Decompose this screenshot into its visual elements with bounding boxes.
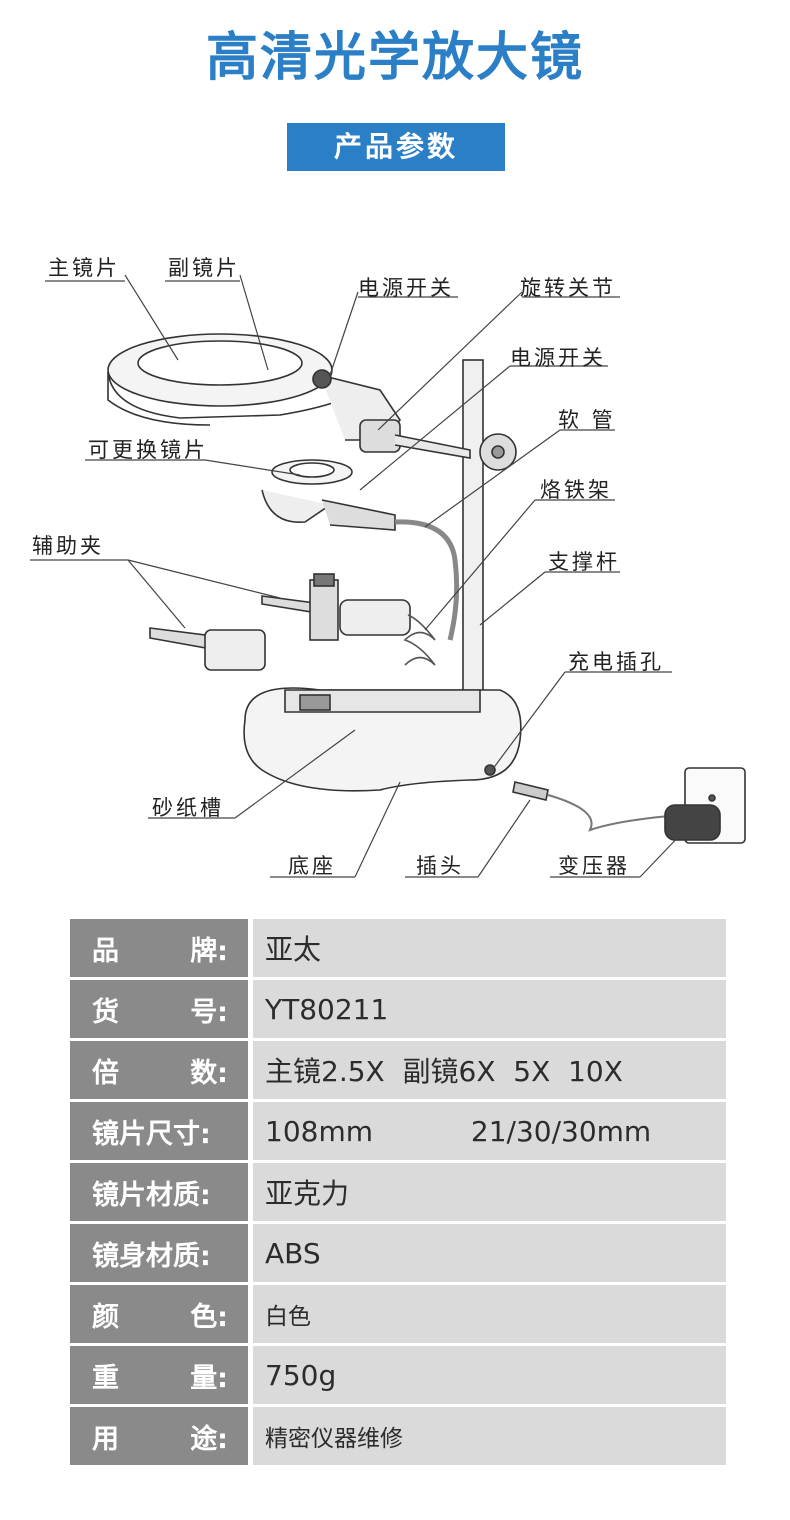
spec-key-a: 倍	[92, 1057, 119, 1089]
spec-key-b: 量:	[190, 1362, 228, 1394]
label-rotary-joint: 旋转关节	[520, 276, 616, 300]
spec-key-a: 重	[92, 1362, 119, 1394]
label-transformer: 变压器	[558, 854, 630, 878]
spec-value: 精密仪器维修	[253, 1407, 726, 1465]
spec-key: 品 牌:	[70, 919, 248, 977]
spec-row-lens-material: 镜片材质: 亚克力	[70, 1163, 726, 1221]
label-hose: 软 管	[558, 408, 616, 432]
spec-key: 镜片材质:	[70, 1163, 248, 1221]
label-power-switch: 电源开关	[358, 276, 454, 300]
spec-key-a: 镜身材质:	[92, 1240, 211, 1272]
spec-key-b: 号:	[190, 996, 228, 1028]
spec-value: 主镜2.5X 副镜6X 5X 10X	[253, 1041, 726, 1099]
spec-value: 白色	[253, 1285, 726, 1343]
spec-key-b: 色:	[190, 1301, 228, 1333]
spec-key-a: 镜片材质:	[92, 1179, 211, 1211]
spec-value: 亚克力	[253, 1163, 726, 1221]
spec-key: 镜片尺寸:	[70, 1102, 248, 1160]
label-sandpaper-slot: 砂纸槽	[152, 796, 224, 820]
spec-row-lens-size: 镜片尺寸: 108mm 21/30/30mm	[70, 1102, 726, 1160]
spec-key-a: 镜片尺寸:	[92, 1118, 211, 1150]
label-support-rod: 支撑杆	[548, 550, 620, 574]
label-solder-holder: 烙铁架	[540, 478, 612, 502]
section-header: 产品参数	[287, 123, 505, 171]
label-replaceable-lens: 可更换镜片	[88, 438, 208, 462]
spec-value: 750g	[253, 1346, 726, 1404]
label-charge-port: 充电插孔	[568, 650, 664, 674]
magnifier-illustration	[30, 274, 746, 878]
label-power-switch-2: 电源开关	[510, 346, 606, 370]
page-title: 高清光学放大镜	[205, 28, 584, 88]
product-diagram: 主镜片 副镜片 电源开关 旋转关节 电源开关 软 管 可更换镜片 烙铁架 辅助夹…	[0, 230, 790, 910]
spec-key: 镜身材质:	[70, 1224, 248, 1282]
spec-row-model: 货 号: YT80211	[70, 980, 726, 1038]
spec-key: 用 途:	[70, 1407, 248, 1465]
spec-value: ABS	[253, 1224, 726, 1282]
spec-key-a: 货	[92, 996, 119, 1028]
spec-table: 品 牌: 亚太 货 号: YT80211 倍 数: 主镜2.5X 副镜6X 5X 10…	[70, 919, 726, 1468]
spec-row-body-material: 镜身材质: ABS	[70, 1224, 726, 1282]
spec-value: 亚太	[253, 919, 726, 977]
spec-row-usage: 用 途: 精密仪器维修	[70, 1407, 726, 1465]
label-plug: 插头	[416, 854, 464, 878]
spec-key-b: 数:	[190, 1057, 228, 1089]
spec-key: 颜 色:	[70, 1285, 248, 1343]
label-sub-lens: 副镜片	[168, 256, 240, 280]
spec-key-b: 途:	[190, 1423, 228, 1455]
spec-row-weight: 重 量: 750g	[70, 1346, 726, 1404]
spec-row-magnification: 倍 数: 主镜2.5X 副镜6X 5X 10X	[70, 1041, 726, 1099]
spec-value: YT80211	[253, 980, 726, 1038]
spec-key-b: 牌:	[190, 935, 228, 967]
spec-key: 货 号:	[70, 980, 248, 1038]
spec-key-a: 品	[92, 935, 119, 967]
spec-value: 108mm 21/30/30mm	[253, 1102, 726, 1160]
label-base: 底座	[288, 854, 336, 878]
label-aux-clip: 辅助夹	[32, 534, 104, 558]
label-main-lens: 主镜片	[48, 256, 120, 280]
spec-row-brand: 品 牌: 亚太	[70, 919, 726, 977]
spec-key-a: 用	[92, 1423, 119, 1455]
spec-row-color: 颜 色: 白色	[70, 1285, 726, 1343]
spec-key: 倍 数:	[70, 1041, 248, 1099]
spec-key: 重 量:	[70, 1346, 248, 1404]
spec-key-a: 颜	[92, 1301, 119, 1333]
